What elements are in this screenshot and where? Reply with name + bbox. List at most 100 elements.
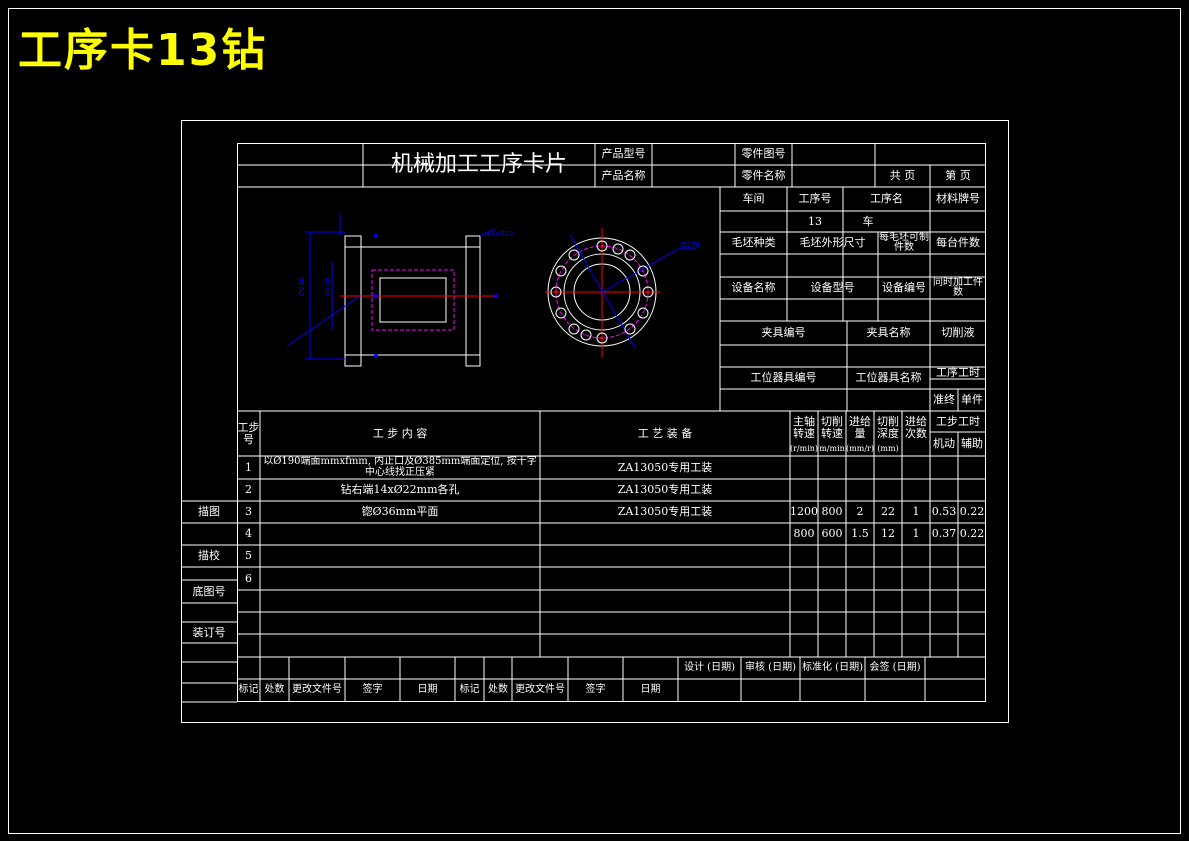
label-blank-type: 毛坯种类 [731, 236, 776, 250]
label-product-model: 产品型号 [601, 147, 646, 161]
label-parts-per-unit: 每台件数 [936, 236, 980, 250]
label-date: 日期 [417, 684, 438, 696]
dim-bore: Ø150 [324, 277, 332, 296]
label-process-name: 工序名 [870, 192, 903, 206]
label-count-2: 处数 [488, 684, 508, 696]
unit-cutting: (m/min) [818, 444, 846, 454]
label-sign: 签字 [362, 684, 383, 696]
label-design: 设计 (日期) [684, 661, 735, 673]
step-no: 5 [245, 549, 252, 563]
label-machine-time: 机动 [933, 437, 955, 451]
label-check: 描校 [198, 549, 220, 563]
bolt-holes [550, 240, 654, 344]
label-change-doc: 更改文件号 [292, 684, 342, 696]
step-feed: 1.5 [851, 527, 869, 541]
label-total-pages: 共 页 [889, 169, 916, 183]
end-view [545, 228, 695, 358]
label-step-no: 工步号 [237, 420, 260, 446]
step-depth: 12 [881, 527, 895, 541]
label-workshop: 车间 [742, 192, 765, 206]
step-content: 钻右端14xØ22mm各孔 [340, 483, 460, 497]
label-part-drawing-no: 零件图号 [741, 147, 786, 161]
label-blank-count: 每毛坯可制件数 [879, 232, 929, 253]
label-sign-2: 签字 [585, 684, 606, 696]
step-cutting-speed: 800 [821, 505, 843, 519]
label-spindle-speed: 主轴转速 [793, 415, 815, 440]
label-fixture-no: 夹具编号 [761, 326, 806, 340]
label-part-name: 零件名称 [741, 169, 786, 183]
dim-note: 14xØ22 [486, 230, 513, 238]
label-step-content: 工 步 内 容 [372, 426, 428, 440]
label-date-2: 日期 [640, 684, 661, 696]
label-cutting-speed: 切削转速 [821, 415, 843, 440]
step-depth: 22 [881, 505, 895, 519]
label-material-grade: 材料牌号 [936, 192, 980, 206]
step-feed: 2 [856, 505, 864, 519]
label-blank-size: 毛坯外形尺寸 [799, 236, 866, 250]
label-review: 审核 (日期) [745, 661, 796, 673]
step-spindle-speed: 800 [793, 527, 815, 541]
step-spindle-speed: 1200 [790, 505, 818, 519]
step-no: 1 [245, 460, 252, 474]
step-content: 锪Ø36mm平面 [361, 505, 439, 519]
step-equipment: ZA13050专用工装 [617, 505, 713, 519]
unit-depth: (mm) [877, 444, 899, 454]
label-count: 处数 [264, 684, 285, 696]
sheet-title: 工序卡13钻 [18, 25, 268, 76]
card-inner-frame [237, 143, 986, 702]
step-aux-time: 0.22 [959, 527, 985, 541]
label-equipment-model: 设备型号 [810, 281, 855, 295]
label-station-tool-no: 工位器具编号 [750, 371, 817, 385]
step-no: 4 [245, 527, 252, 541]
step-aux-time: 0.22 [959, 505, 985, 519]
label-step-time: 工步工时 [936, 414, 980, 428]
label-passes: 进给次数 [905, 415, 927, 440]
label-change-doc-2: 更改文件号 [515, 684, 565, 696]
step-machine-time: 0.53 [931, 505, 957, 519]
label-process-equipment: 工 艺 装 备 [637, 426, 693, 440]
step-equipment: ZA13050专用工装 [617, 460, 713, 474]
label-depth: 切削深度 [877, 415, 899, 440]
label-standard: 标准化 (日期) [802, 661, 863, 673]
label-countersign: 会签 (日期) [869, 661, 921, 673]
label-process-no: 工序号 [798, 192, 832, 206]
value-process-no: 13 [808, 214, 822, 228]
step-no: 3 [245, 505, 252, 519]
step-no: 6 [245, 571, 252, 585]
unit-feed: (mm/r) [846, 444, 874, 454]
value-process-name: 车 [862, 214, 874, 228]
dim-left: Ø236 [298, 277, 306, 296]
step-passes: 1 [912, 505, 920, 519]
label-equipment-no: 设备编号 [882, 281, 926, 295]
label-fixture-name: 夹具名称 [866, 326, 911, 340]
outer-frame [8, 8, 1181, 834]
step-cutting-speed: 600 [821, 527, 843, 541]
dim-circle: Ø270 [681, 241, 700, 249]
step-equipment: ZA13050专用工装 [617, 483, 713, 497]
step-no: 2 [245, 483, 252, 497]
section-view [286, 213, 498, 367]
label-prep-end: 准终 [933, 393, 955, 407]
label-station-tool-name: 工位器具名称 [855, 371, 922, 385]
label-unit-time: 单件 [961, 393, 983, 407]
label-mark: 标记 [238, 684, 259, 696]
label-process-time: 工序工时 [936, 367, 980, 379]
unit-spindle: (r/min) [790, 444, 818, 454]
label-feed: 进给量 [849, 415, 871, 440]
label-page-no: 第 页 [945, 169, 971, 183]
card-frame [181, 120, 1009, 723]
label-binding-no: 装订号 [192, 625, 226, 639]
card-title: 机械加工工序卡片 [390, 152, 567, 178]
label-equipment-name: 设备名称 [731, 281, 776, 295]
step-content: 以Ø190端面mmxfmm, 内止口及Ø385mm端面定位, 按十字中心线找正压… [263, 456, 537, 478]
label-mark-2: 标记 [459, 684, 480, 696]
label-aux-time: 辅助 [961, 437, 983, 451]
label-product-name: 产品名称 [601, 169, 646, 183]
step-passes: 1 [912, 527, 920, 541]
step-machine-time: 0.37 [931, 527, 957, 541]
label-simultaneous: 同时加工件数 [933, 277, 983, 298]
label-coolant: 切削液 [941, 326, 975, 340]
label-base-no: 底图号 [192, 584, 226, 598]
